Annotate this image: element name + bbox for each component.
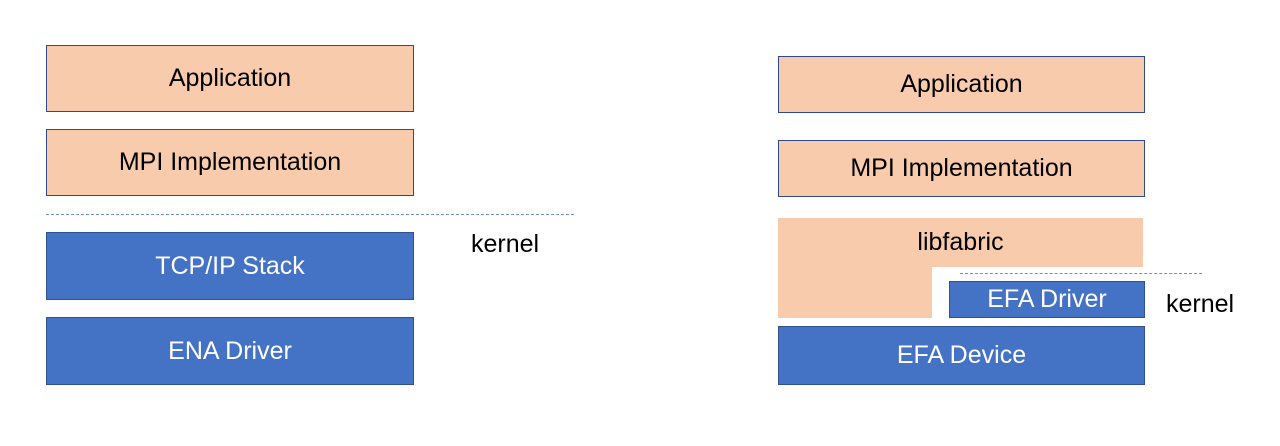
right-application-box: Application (778, 56, 1145, 113)
right-efa-device-label: EFA Device (896, 341, 1027, 369)
right-libfabric-box: libfabric (778, 218, 1143, 267)
right-libfabric-box-lower (778, 266, 932, 318)
left-kernel-label: kernel (471, 230, 540, 258)
left-ena-driver-box: ENA Driver (46, 317, 414, 385)
left-application-label: Application (168, 64, 292, 92)
left-ena-driver-label: ENA Driver (168, 336, 292, 365)
right-mpi-label: MPI Implementation (850, 154, 1073, 182)
right-libfabric-label: libfabric (917, 228, 1004, 256)
right-application-label: Application (900, 70, 1023, 98)
right-kernel-label: kernel (1166, 290, 1235, 318)
left-tcpip-label: TCP/IP Stack (155, 251, 305, 280)
left-kernel-boundary-line (46, 214, 574, 215)
left-tcpip-box: TCP/IP Stack (46, 232, 414, 300)
right-efa-driver-box: EFA Driver (949, 281, 1145, 318)
right-efa-device-box: EFA Device (778, 326, 1145, 385)
right-efa-driver-label: EFA Driver (987, 285, 1107, 313)
left-mpi-box: MPI Implementation (46, 129, 414, 196)
right-mpi-box: MPI Implementation (778, 140, 1145, 197)
left-mpi-label: MPI Implementation (118, 148, 342, 176)
left-application-box: Application (46, 45, 414, 112)
right-kernel-boundary-line (960, 273, 1202, 274)
